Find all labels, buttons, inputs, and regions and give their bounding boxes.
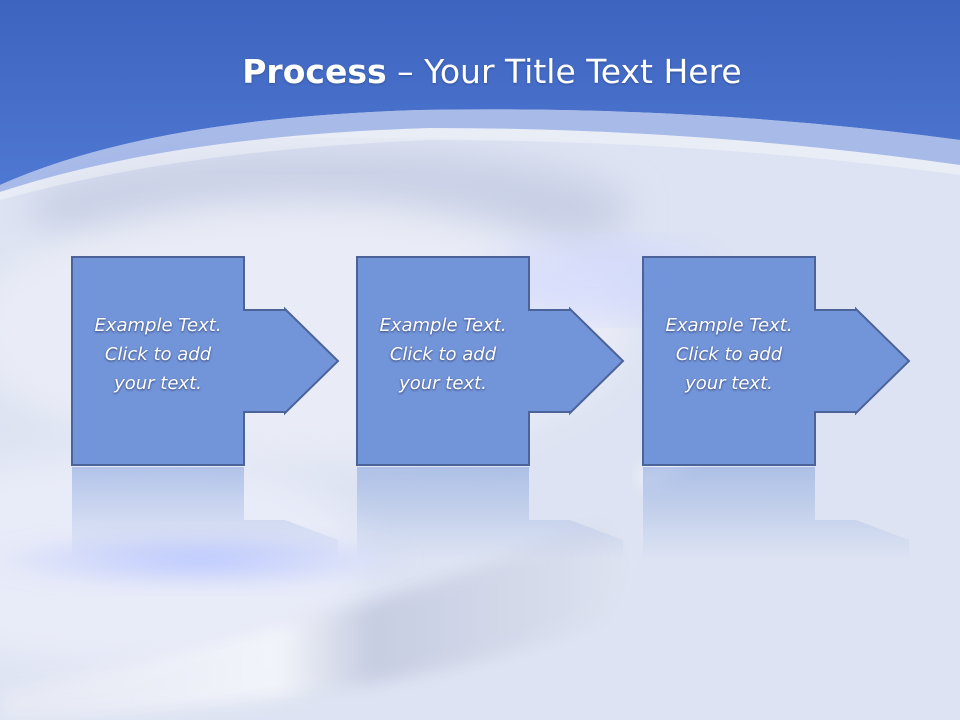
step-text-line: Example Text.	[94, 315, 222, 336]
step-text-line: Click to add	[675, 344, 783, 365]
process-step-1-text[interactable]: Example Text. Click to add your text.	[72, 311, 244, 398]
process-step-1[interactable]	[71, 256, 340, 560]
step-text-line: Example Text.	[379, 315, 507, 336]
slide-title[interactable]: Process – Your Title Text Here	[0, 52, 960, 91]
step-text-line: your text.	[399, 373, 487, 394]
title-rest: – Your Title Text Here	[386, 52, 742, 91]
step-text-line: your text.	[114, 373, 202, 394]
title-bold: Process	[242, 52, 387, 91]
process-step-2-text[interactable]: Example Text. Click to add your text.	[357, 311, 529, 398]
process-step-3-text[interactable]: Example Text. Click to add your text.	[643, 311, 815, 398]
step-text-line: Click to add	[104, 344, 212, 365]
step-text-line: Example Text.	[665, 315, 793, 336]
process-step-3[interactable]	[642, 256, 911, 560]
step-text-line: Click to add	[389, 344, 497, 365]
process-step-2[interactable]	[356, 256, 625, 560]
step-text-line: your text.	[685, 373, 773, 394]
